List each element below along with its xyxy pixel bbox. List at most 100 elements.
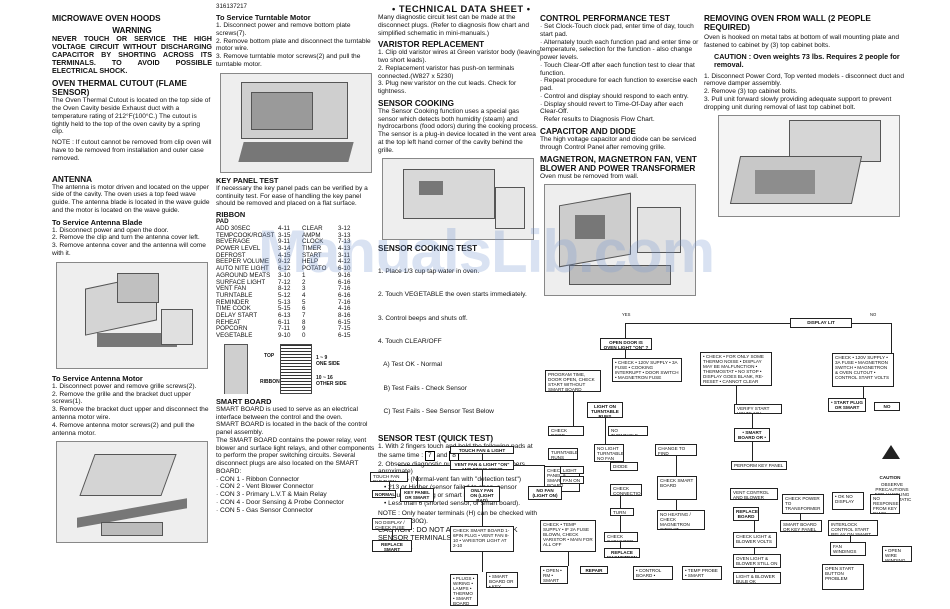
flow-check-list-1: • CHECK • 120V SUPPLY • 3A FUSE • COOKIN… [612,358,682,382]
ribbon-cell: HELP [302,258,319,266]
remove-oven-caution: CAUTION : Oven weights 73 lbs. Requires … [714,51,900,70]
ribbon-cell: 6-13 [278,311,291,319]
ribbon-cell: 5-12 [278,291,291,299]
ribbon-cell: 3-15 [278,231,291,239]
flow-normal: NORMAL [372,490,396,498]
ribbon-cell: 6-15 [338,332,351,339]
flow-replace-board: REPLACE BOARD [733,507,759,521]
ribbon-title: RIBBON [216,210,246,220]
ribbon-cell: ADD 30SEC [216,225,251,232]
key-panel-title: KEY PANEL TEST [216,175,279,185]
ribbon-cell: 1 [302,271,306,279]
ribbon-cell: POWER LEVEL [216,245,261,253]
antenna-motor-illustration [56,441,208,544]
flow-check-board: CHECK SMART BOARD 1-6PIN PLUG • VENT FAN… [450,526,514,552]
flow-light-on: LIGHT ON [560,466,584,474]
flow-no-repair: NO REPAIR [874,402,900,411]
ribbon-cell: 7 [302,311,306,319]
turntable-step: 2. Remove bottom plate and disconnect th… [216,37,371,53]
column-5: REMOVING OVEN FROM WALL (2 PEOPLE REQUIR… [704,14,904,218]
cp-item: · Touch Clear-Off after each function te… [540,61,695,77]
flow-touch-fan: TOUCH FAN & LIGHT PADS [450,446,514,454]
ribbon-cell: 3 [302,285,306,293]
flow-replace-mag: REPLACE MAGNETRON [604,548,640,558]
remove-oven-title: REMOVING OVEN FROM WALL (2 PEOPLE REQUIR… [704,14,871,33]
caution-triangle-icon [882,445,900,459]
flow-check-power: CHECK POWER TO TRANSFORMER [782,494,824,514]
connector-item: · CON 5 - Gas Sensor Connector [216,506,314,514]
flow-smart-fuse: SMART BOARD OR KEY PANEL [780,520,822,532]
ribbon-row: VEGETABLE 9-10 0 6-15 [216,332,352,340]
flow-check-light-volt: CHECK LIGHT & BLOWER VOLTS [733,532,777,548]
ribbon-cell: 3-12 [338,225,351,232]
key-panel-text: If necessary the key panel pads can be v… [216,184,368,208]
flow-no-fan: NO FAN (LIGHT ON) [528,486,562,500]
ribbon-cell: SURFACE LIGHT [216,278,266,286]
ribbon-cell: AMPM [302,231,321,239]
ribbon-cell: 6-16 [338,278,351,286]
connector-item: · CON 3 - Primary L.V.T & Main Relay [216,491,327,499]
flow-check-door: CHECK DOOR SWITCH [548,426,584,436]
smart-board-title: SMART BOARD [216,396,272,406]
flow-no-response: NO RESPONSE FROM KEY PANEL TEST [870,494,900,514]
ribbon-cell: CLEAR [302,225,323,232]
sensor-test-step: 4. Touch CLEAR/OFF [378,337,442,345]
antenna-blade-illustration [56,261,208,369]
remove-step: 3. Pull unit forward slowly providing ad… [704,95,892,111]
flow-no-turn: NO TURNTABLE OPERATION [608,426,648,436]
flow-open-start: OPEN START BUTTON PROBLEM [822,564,864,590]
remove-oven-text: Oven is hooked on metal tabs at bottom o… [704,34,899,49]
ribbon-cell: 9-10 [278,332,291,339]
ribbon-cell: 0 [302,332,306,339]
ribbon-cell: 8-12 [278,285,291,293]
ribbon-row: PAD [216,219,352,226]
part-number: 316137217 [216,3,247,10]
ribbon-cell: VEGETABLE [216,332,253,339]
intro-text: Many diagnostic circuit test can be made… [378,14,530,37]
varistor-step: 2. Replacement varistor has push-on term… [378,64,515,80]
ribbon-cell: 4 [302,291,306,299]
ribbon-cell: 3-10 [278,271,291,279]
ribbon-cell: 4-13 [338,245,351,253]
flow-vent-status: VENT CONTROL AND BLOWER OPERATE [730,488,778,500]
varistor-step: 3. Plug new varistor on the cut leads. C… [378,80,517,96]
remove-step: 1. Disconnect Power Cord, Top vented mod… [704,72,904,88]
connector-item: · CON 1 - Ribbon Connector [216,475,300,483]
diagram-other-side-label: 10 ~ 16 OTHER SIDE [316,374,347,387]
column-1: MICROWAVE OVEN HOODS WARNING NEVER TOUCH… [52,14,212,544]
flow-smart-or-key: • SMART BOARD OR • KEY PANEL [486,572,518,588]
turntable-steps: 1. Disconnect power and remove bottom pl… [216,22,376,69]
ribbon-cell: 8 [302,318,306,326]
flow-open-door: OPEN DOOR IS OVEN LIGHT "ON" ? [600,338,652,350]
key-7-pad: 7 [424,450,435,461]
ribbon-cell: 3-11 [338,251,350,259]
sensor-test-step: 2. Touch VEGETABLE the oven starts immed… [378,291,527,299]
varistor-steps: 1. Clip old varistor wires at Green vari… [378,49,540,96]
ribbon-cell: AUTO NITE LIGHT [216,265,269,273]
flow-interlock: INTERLOCK CONTROL START RELAY ON SMART B… [828,520,878,536]
magnetron-illustration [544,184,696,297]
ribbon-diagram: TOP RIBBON 1 ~ 9 ONE SIDE 10 ~ 16 OTHER … [220,343,360,394]
flow-open-rm: • OPEN • RM • SMART BOARD [540,566,568,584]
capacitor-text: The high voltage capacitor and diode can… [540,135,697,151]
turntable-title: To Service Turntable Motor [216,13,311,22]
quick-and: and [436,451,448,459]
flow-change-diode: CHANGE TO FIND MAGNETRON [655,444,697,456]
blade-step: 2. Remove the clip and turn the antenna … [52,234,200,242]
blade-title: To Service Antenna Blade [52,217,143,227]
flow-no-display: NO DISPLAY / CHECK FUSE [372,518,412,530]
ribbon-cell: 4-16 [338,305,351,313]
flow-touch-fan-pad: TOUCH FAN PAD THEN "OFF" [370,472,408,482]
flow-display-lit: DISPLAY LIT [790,318,852,328]
ribbon-cell: CLOCK [302,238,324,246]
connector-list: · CON 1 - Ribbon Connector · CON 2 - Ven… [216,476,376,515]
turntable-illustration [220,72,372,173]
ribbon-cell: 9 [302,325,306,333]
sensor-test-step: 1. Place 1/3 cup tap water in oven. [378,268,480,276]
warning-text: NEVER TOUCH OR SERVICE THE HIGH VOLTAGE … [52,34,212,76]
